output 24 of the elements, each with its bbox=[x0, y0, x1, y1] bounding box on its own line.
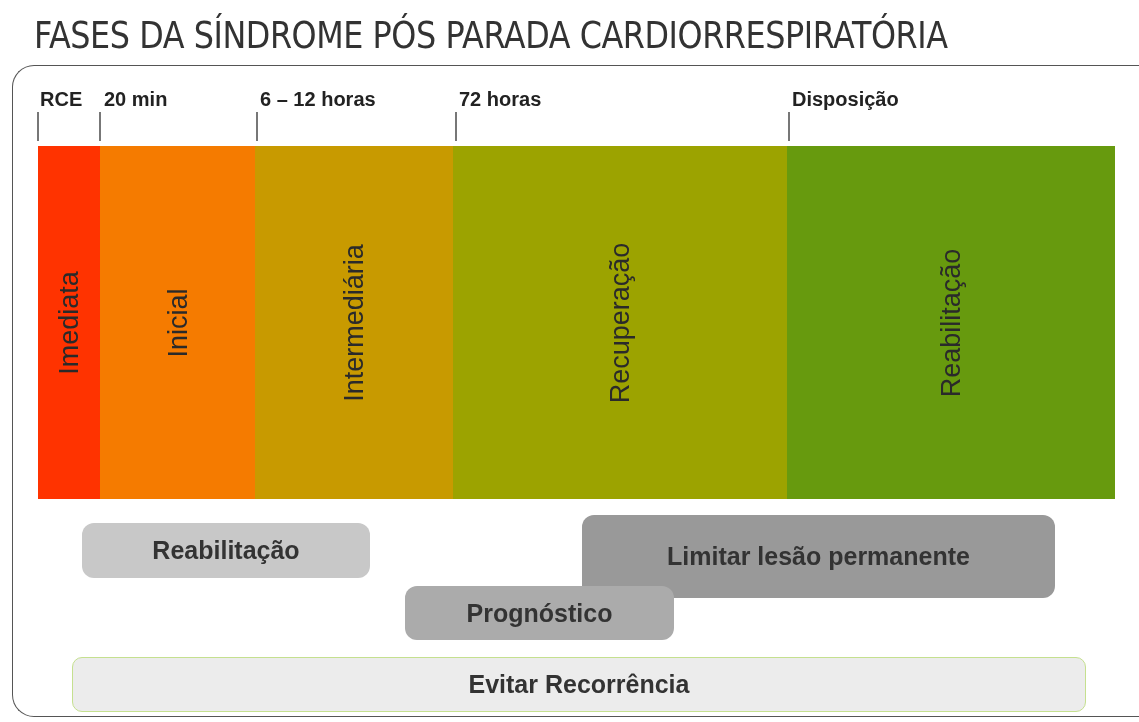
title: FASES DA SÍNDROME PÓS PARADA CARDIORRESPIRATÓRIA bbox=[34, 14, 948, 57]
phase-band bbox=[453, 146, 787, 499]
time-label: 72 horas bbox=[459, 88, 542, 111]
phase-label: Imediata bbox=[53, 270, 85, 375]
goal-bar bbox=[72, 657, 1086, 712]
phase-label: Inicial bbox=[162, 288, 193, 357]
goal-bar bbox=[405, 586, 674, 640]
goal-bar bbox=[582, 515, 1055, 598]
goal-label: Prognóstico bbox=[466, 598, 613, 628]
time-label: 6 – 12 horas bbox=[260, 88, 376, 111]
phase-band bbox=[255, 146, 453, 499]
phase-band bbox=[38, 146, 100, 499]
phase-label: Reabilitação bbox=[935, 248, 967, 397]
time-label: RCE bbox=[40, 88, 83, 111]
time-label: 20 min bbox=[104, 88, 168, 111]
phase-band bbox=[100, 146, 255, 499]
goal-label: Reabilitação bbox=[152, 536, 300, 565]
phase-label: Recuperação bbox=[604, 242, 636, 403]
time-label: Disposição bbox=[792, 88, 899, 111]
goal-bar bbox=[82, 523, 370, 578]
goal-label: Evitar Recorrência bbox=[468, 670, 690, 699]
phase-label: Intermediária bbox=[338, 243, 370, 402]
phase-band bbox=[787, 146, 1115, 499]
goal-label: Limitar lesão permanente bbox=[667, 542, 970, 571]
